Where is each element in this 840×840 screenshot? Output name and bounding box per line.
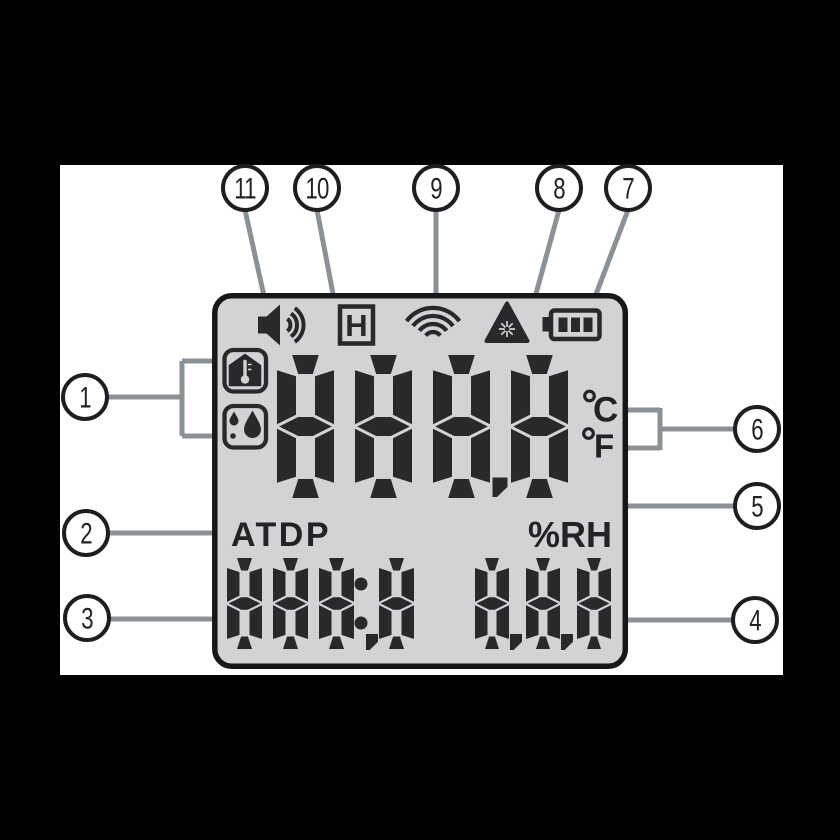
callout-1: 1 (61, 373, 109, 421)
laser-icon (484, 301, 530, 343)
decimal-point (509, 634, 522, 650)
colon-dot (354, 577, 368, 591)
lower-right-display (475, 558, 611, 650)
svg-text:11: 11 (234, 171, 256, 205)
svg-text:8: 8 (553, 171, 565, 205)
callout-8: 8 (535, 164, 583, 212)
fahrenheit-label: F (594, 428, 614, 465)
degree-icon (582, 427, 595, 440)
callout-9: 9 (412, 164, 460, 212)
callout-10: 10 (293, 164, 341, 212)
svg-text:1: 1 (79, 380, 91, 414)
celsius-label: C (593, 391, 618, 430)
battery-bar (558, 317, 568, 332)
fahrenheit-unit: F (582, 427, 614, 465)
svg-text:10: 10 (305, 171, 328, 205)
rh-unit-label: %RH (528, 514, 612, 555)
svg-text:2: 2 (80, 516, 92, 550)
callout-line-11 (242, 209, 269, 306)
callout-4: 4 (731, 596, 779, 644)
callout-line-1 (108, 358, 226, 439)
svg-text:9: 9 (430, 171, 442, 205)
svg-text:3: 3 (81, 601, 93, 635)
callout-5: 5 (733, 482, 781, 530)
callout-2: 2 (62, 509, 110, 557)
atdp-mode-label: ATDP (231, 516, 331, 554)
hold-icon: H (337, 304, 376, 346)
svg-text:6: 6 (751, 412, 763, 446)
svg-text:7: 7 (622, 171, 634, 205)
decimal-point (366, 634, 378, 650)
degree-icon (583, 389, 596, 403)
callout-11: 11 (221, 164, 269, 212)
callout-7: 7 (604, 164, 652, 212)
celsius-unit: C (583, 389, 618, 430)
callout-line-10 (314, 209, 337, 300)
svg-text:4: 4 (749, 603, 761, 637)
callout-line-7 (592, 209, 631, 298)
battery-bar (583, 317, 593, 332)
callout-6: 6 (733, 405, 781, 453)
callout-line-6 (609, 407, 734, 451)
callout-line-8 (531, 209, 562, 302)
callout-3: 3 (63, 594, 111, 642)
wireless-signal-icon (404, 305, 462, 338)
decimal-point (492, 477, 508, 497)
main-display-digits (277, 355, 568, 498)
humidity-mode-icon (222, 403, 269, 450)
svg-text:5: 5 (751, 489, 763, 523)
speaker-icon (258, 304, 306, 346)
decimal-point (561, 634, 573, 650)
battery-icon (542, 308, 602, 342)
lower-left-display (227, 558, 414, 650)
hold-label: H (345, 308, 367, 343)
temperature-mode-icon (222, 347, 269, 394)
colon-dot (354, 616, 368, 630)
battery-bar (571, 317, 580, 332)
